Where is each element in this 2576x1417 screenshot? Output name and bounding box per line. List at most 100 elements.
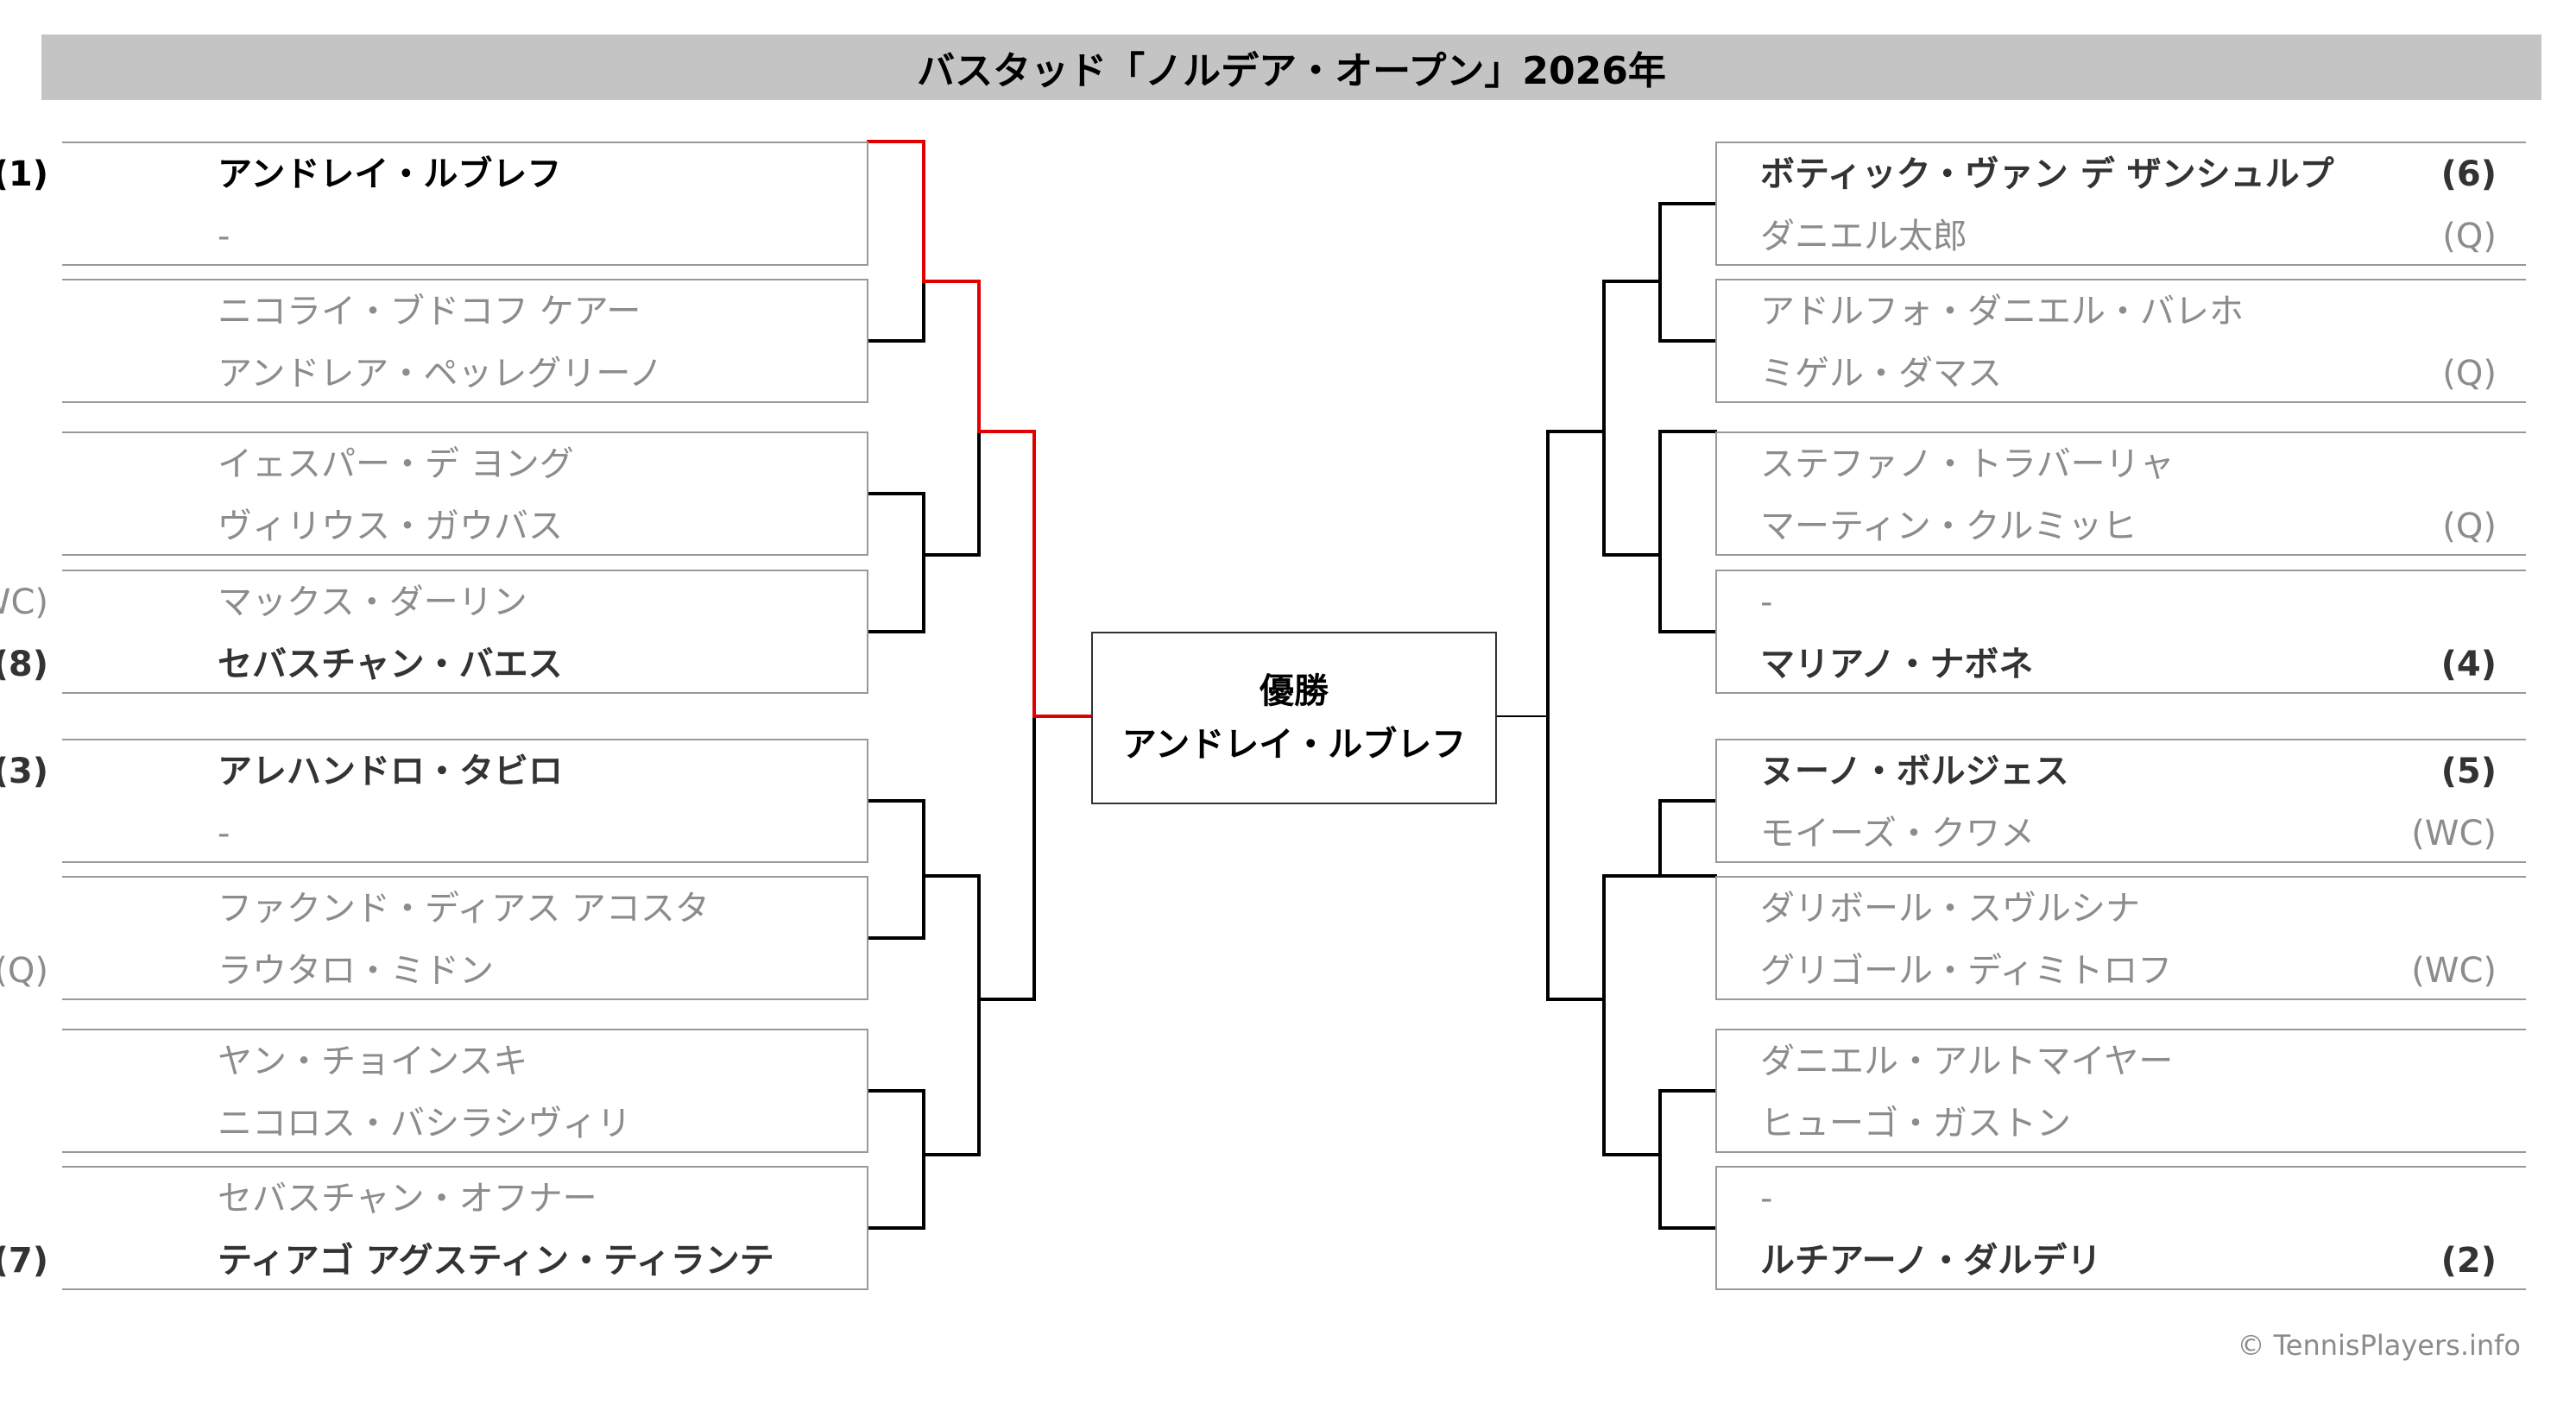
player-seed: (Q): [2442, 217, 2497, 256]
player-row: ダニエル・アルトマイヤー: [1717, 1030, 2526, 1093]
player-name: モイーズ・クワメ: [1760, 814, 2035, 853]
player-name: セバスチャン・オフナー: [218, 1179, 597, 1219]
player-row: (Q) ミゲル・ダマス: [1717, 343, 2526, 405]
player-seed: (1): [0, 154, 48, 194]
left-match-5: (3) アレハンドロ・タビロ -: [0, 739, 868, 865]
player-seed: (8): [0, 645, 48, 684]
left-match-3: イェスパー・デ ヨングヴィリウス・ガウバス: [62, 431, 868, 556]
champion-box: 優勝 アンドレイ・ルブレフ: [1091, 632, 1497, 804]
player-row: -: [1717, 1168, 2526, 1230]
player-name: ダニエル太郎: [1760, 217, 1967, 256]
player-name: アンドレイ・ルブレフ: [218, 154, 562, 194]
champion-label: 優勝: [1260, 671, 1329, 711]
player-seed: (2): [2440, 1241, 2497, 1281]
left-match-2: ニコライ・ブドコフ ケアーアンドレア・ペッレグリーノ: [62, 279, 868, 403]
right-match-8: - (2) ルチアーノ・ダルデリ: [1715, 1166, 2526, 1290]
player-name: ヴィリウス・ガウバス: [218, 507, 563, 546]
player-row: アンドレア・ペッレグリーノ: [62, 343, 867, 405]
player-name: ステファノ・トラバーリャ: [1760, 444, 2175, 484]
right-match-7: ダニエル・アルトマイヤーヒューゴ・ガストン: [1715, 1029, 2526, 1153]
right-match-6: ダリボール・スヴルシナ (WC) グリゴール・ディミトロフ: [1715, 876, 2526, 1000]
player-name: ファクンド・ディアス アコスタ: [218, 889, 710, 929]
player-row: (Q) マーティン・クルミッヒ: [1717, 495, 2526, 557]
player-seed: (WC): [2411, 814, 2497, 853]
player-name: ティアゴ アグスティン・ティランテ: [218, 1241, 774, 1281]
player-row: セバスチャン・オフナー: [62, 1168, 867, 1230]
player-name: ダリボール・スヴルシナ: [1760, 889, 2140, 929]
player-name: グリゴール・ディミトロフ: [1760, 951, 2173, 991]
player-seed: (7): [0, 1241, 48, 1281]
player-seed: (Q): [2442, 354, 2497, 394]
player-name: イェスパー・デ ヨング: [218, 444, 574, 484]
player-seed: (5): [2440, 752, 2497, 791]
player-row: ヒューゴ・ガストン: [1717, 1093, 2526, 1155]
player-row: -: [62, 205, 867, 268]
player-name: マーティン・クルミッヒ: [1760, 507, 2137, 546]
player-row: ダリボール・スヴルシナ: [1717, 878, 2526, 940]
player-name: マリアノ・ナボネ: [1760, 645, 2034, 684]
player-name: -: [218, 814, 230, 853]
player-row: (5) ヌーノ・ボルジェス: [1717, 740, 2526, 803]
player-seed: (4): [2440, 645, 2497, 684]
player-seed: (Q): [0, 951, 48, 991]
left-match-4: (WC) マックス・ダーリン (8) セバスチャン・バエス: [0, 570, 868, 696]
player-seed: (WC): [2411, 951, 2497, 991]
right-match-5: (5) ヌーノ・ボルジェス (WC) モイーズ・クワメ: [1715, 739, 2526, 863]
left-match-6: ファクンド・ディアス アコスタ (Q) ラウタロ・ミドン: [0, 876, 868, 1002]
player-row: ファクンド・ディアス アコスタ: [62, 878, 867, 940]
player-name: アドルフォ・ダニエル・バレホ: [1760, 292, 2244, 331]
player-name: ボティック・ヴァン デ ザンシュルプ: [1760, 154, 2334, 194]
right-match-3: ステファノ・トラバーリャ (Q) マーティン・クルミッヒ: [1715, 431, 2526, 556]
player-row: イェスパー・デ ヨング: [62, 433, 867, 495]
credit-text: © TennisPlayers.info: [2237, 1329, 2521, 1362]
player-name: ヤン・チョインスキ: [218, 1042, 528, 1081]
player-name: -: [1760, 583, 1773, 622]
player-row: ステファノ・トラバーリャ: [1717, 433, 2526, 495]
player-seed: (Q): [2442, 507, 2497, 546]
player-name: ルチアーノ・ダルデリ: [1760, 1241, 2102, 1281]
player-row: (WC) モイーズ・クワメ: [1717, 803, 2526, 865]
right-match-1: (6) ボティック・ヴァン デ ザンシュルプ (Q) ダニエル太郎: [1715, 142, 2526, 266]
player-row: (8) セバスチャン・バエス: [0, 633, 867, 696]
right-match-4: - (4) マリアノ・ナボネ: [1715, 570, 2526, 694]
left-match-8: セバスチャン・オフナー (7) ティアゴ アグスティン・ティランテ: [0, 1166, 868, 1292]
player-row: (Q) ラウタロ・ミドン: [0, 940, 867, 1002]
player-name: -: [1760, 1179, 1773, 1219]
page-title: バスタッド「ノルデア・オープン」2026年: [41, 35, 2541, 100]
player-row: (WC) マックス・ダーリン: [0, 571, 867, 633]
player-row: -: [1717, 571, 2526, 633]
player-name: マックス・ダーリン: [218, 583, 527, 622]
player-name: ニコライ・ブドコフ ケアー: [218, 292, 641, 331]
player-name: ミゲル・ダマス: [1760, 354, 2002, 394]
player-name: アンドレア・ペッレグリーノ: [218, 354, 663, 394]
player-row: (4) マリアノ・ナボネ: [1717, 633, 2526, 696]
player-name: ニコロス・バシラシヴィリ: [218, 1104, 632, 1143]
player-row: (6) ボティック・ヴァン デ ザンシュルプ: [1717, 143, 2526, 205]
player-name: ヌーノ・ボルジェス: [1760, 752, 2069, 791]
player-name: ラウタロ・ミドン: [218, 951, 494, 991]
player-row: (7) ティアゴ アグスティン・ティランテ: [0, 1230, 867, 1292]
player-seed: (6): [2440, 154, 2497, 194]
player-name: アレハンドロ・タビロ: [218, 752, 563, 791]
champion-name: アンドレイ・ルブレフ: [1121, 725, 1467, 765]
player-row: (Q) ダニエル太郎: [1717, 205, 2526, 268]
player-name: -: [218, 217, 230, 256]
player-row: (1) アンドレイ・ルブレフ: [0, 143, 867, 205]
player-row: ヴィリウス・ガウバス: [62, 495, 867, 557]
player-seed: (3): [0, 752, 48, 791]
player-row: (WC) グリゴール・ディミトロフ: [1717, 940, 2526, 1002]
player-name: セバスチャン・バエス: [218, 645, 563, 684]
left-match-7: ヤン・チョインスキニコロス・バシラシヴィリ: [62, 1029, 868, 1153]
right-match-2: アドルフォ・ダニエル・バレホ (Q) ミゲル・ダマス: [1715, 279, 2526, 403]
player-row: -: [62, 803, 867, 865]
player-name: ダニエル・アルトマイヤー: [1760, 1042, 2174, 1081]
player-seed: (WC): [0, 583, 48, 622]
left-match-1: (1) アンドレイ・ルブレフ -: [0, 142, 868, 268]
player-row: ニコロス・バシラシヴィリ: [62, 1093, 867, 1155]
player-row: アドルフォ・ダニエル・バレホ: [1717, 280, 2526, 343]
player-row: ヤン・チョインスキ: [62, 1030, 867, 1093]
player-name: ヒューゴ・ガストン: [1760, 1104, 2071, 1143]
player-row: (3) アレハンドロ・タビロ: [0, 740, 867, 803]
